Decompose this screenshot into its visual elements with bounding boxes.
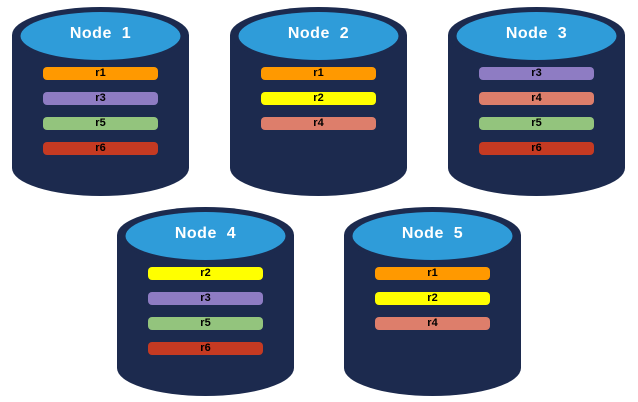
db-node-2: Node 2 r1 r2 r4 xyxy=(230,5,407,197)
replica-bar-r3: r3 xyxy=(43,92,158,105)
node-title: Node 4 xyxy=(174,225,237,242)
replica-bar-r6: r6 xyxy=(43,142,158,155)
replica-label: r6 xyxy=(200,342,211,354)
replica-bar-r2: r2 xyxy=(261,92,376,105)
replica-label: r6 xyxy=(95,142,106,154)
replica-label: r2 xyxy=(427,292,438,304)
replica-bar-r3: r3 xyxy=(148,292,263,305)
db-node-3: Node 3 r3 r4 r5 r6 xyxy=(448,5,625,197)
replica-list: r2 r3 r5 r6 xyxy=(148,267,263,355)
replica-label: r5 xyxy=(531,117,542,129)
node-title: Node 1 xyxy=(69,25,132,42)
replica-label: r2 xyxy=(200,267,211,279)
replica-label: r2 xyxy=(313,92,324,104)
replica-bar-r4: r4 xyxy=(261,117,376,130)
replica-bar-r6: r6 xyxy=(148,342,263,355)
db-node-4: Node 4 r2 r3 r5 r6 xyxy=(117,205,294,397)
replica-bar-r5: r5 xyxy=(479,117,594,130)
replica-label: r4 xyxy=(531,92,542,104)
replica-bar-r2: r2 xyxy=(148,267,263,280)
db-node-1: Node 1 r1 r3 r5 r6 xyxy=(12,5,189,197)
replica-label: r3 xyxy=(531,67,542,79)
replica-label: r5 xyxy=(200,317,211,329)
replica-bar-r1: r1 xyxy=(375,267,490,280)
replica-label: r3 xyxy=(200,292,211,304)
replica-bar-r5: r5 xyxy=(43,117,158,130)
replica-list: r1 r2 r4 xyxy=(375,267,490,330)
node-title: Node 2 xyxy=(287,25,350,42)
replica-list: r3 r4 r5 r6 xyxy=(479,67,594,155)
db-node-5: Node 5 r1 r2 r4 xyxy=(344,205,521,397)
node-title: Node 3 xyxy=(505,25,568,42)
replica-bar-r6: r6 xyxy=(479,142,594,155)
replica-bar-r2: r2 xyxy=(375,292,490,305)
replica-label: r4 xyxy=(427,317,438,329)
node-row-bottom: Node 4 r2 r3 r5 r6 Node 5 r1 r2 r4 xyxy=(0,205,638,397)
replica-bar-r1: r1 xyxy=(261,67,376,80)
replica-label: r4 xyxy=(313,117,324,129)
replica-bar-r4: r4 xyxy=(479,92,594,105)
replica-list: r1 r2 r4 xyxy=(261,67,376,130)
replica-label: r5 xyxy=(95,117,106,129)
replica-label: r1 xyxy=(427,267,438,279)
replica-bar-r5: r5 xyxy=(148,317,263,330)
replica-bar-r1: r1 xyxy=(43,67,158,80)
node-title: Node 5 xyxy=(401,225,464,242)
replica-bar-r3: r3 xyxy=(479,67,594,80)
replica-bar-r4: r4 xyxy=(375,317,490,330)
replica-label: r1 xyxy=(95,67,106,79)
replica-list: r1 r3 r5 r6 xyxy=(43,67,158,155)
replica-label: r1 xyxy=(313,67,324,79)
replica-label: r3 xyxy=(95,92,106,104)
replica-label: r6 xyxy=(531,142,542,154)
